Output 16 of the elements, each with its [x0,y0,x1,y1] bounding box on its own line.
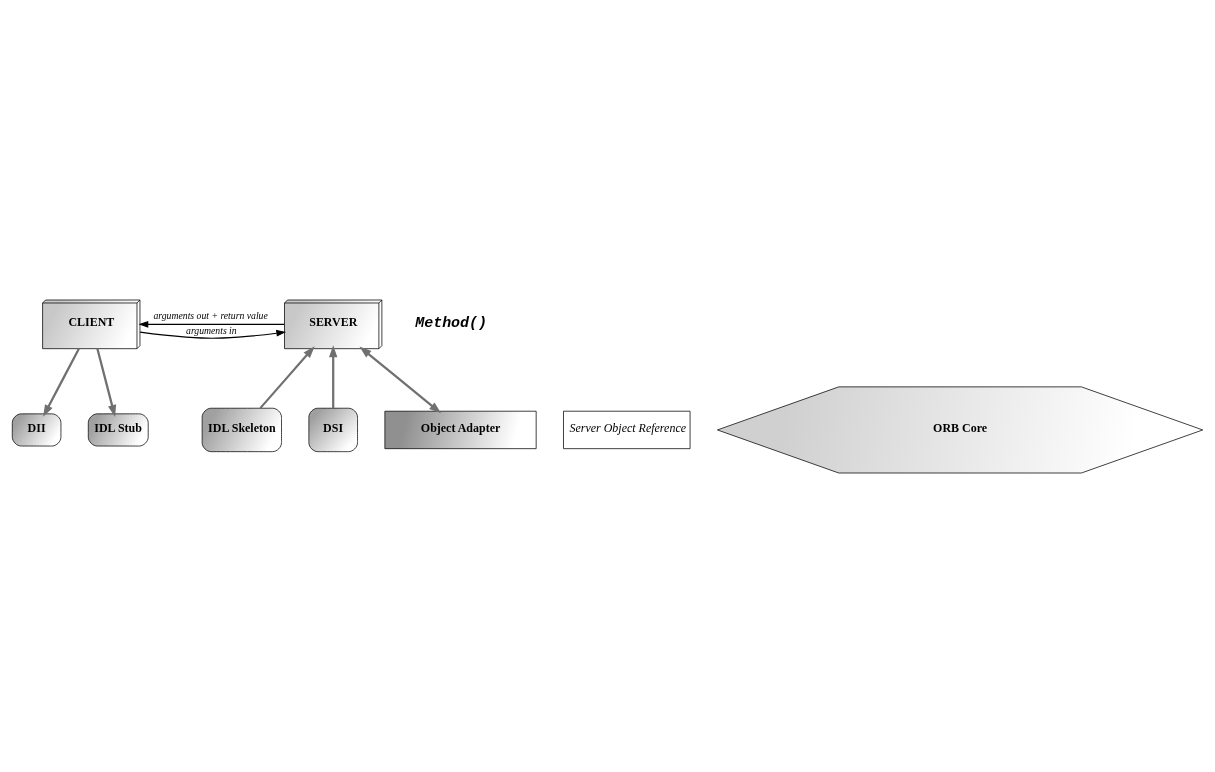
arrow [329,344,338,408]
arrow [138,320,285,328]
label: Method() [415,314,488,331]
arrow [43,347,80,417]
arrow [359,346,442,413]
node-box: DII [11,412,62,446]
arrow [259,345,315,409]
node-box: IDL Skeleton [201,407,282,452]
node-box: Object Adapter [384,410,537,449]
edge-label: arguments out + return value [153,309,268,321]
node-box: Server Object Reference [563,410,691,449]
arrow [139,329,287,339]
edge-label: arguments in [186,324,237,336]
node-box: DSI [308,407,358,452]
node-box: IDL Stub [87,412,149,446]
arrow [96,347,117,417]
